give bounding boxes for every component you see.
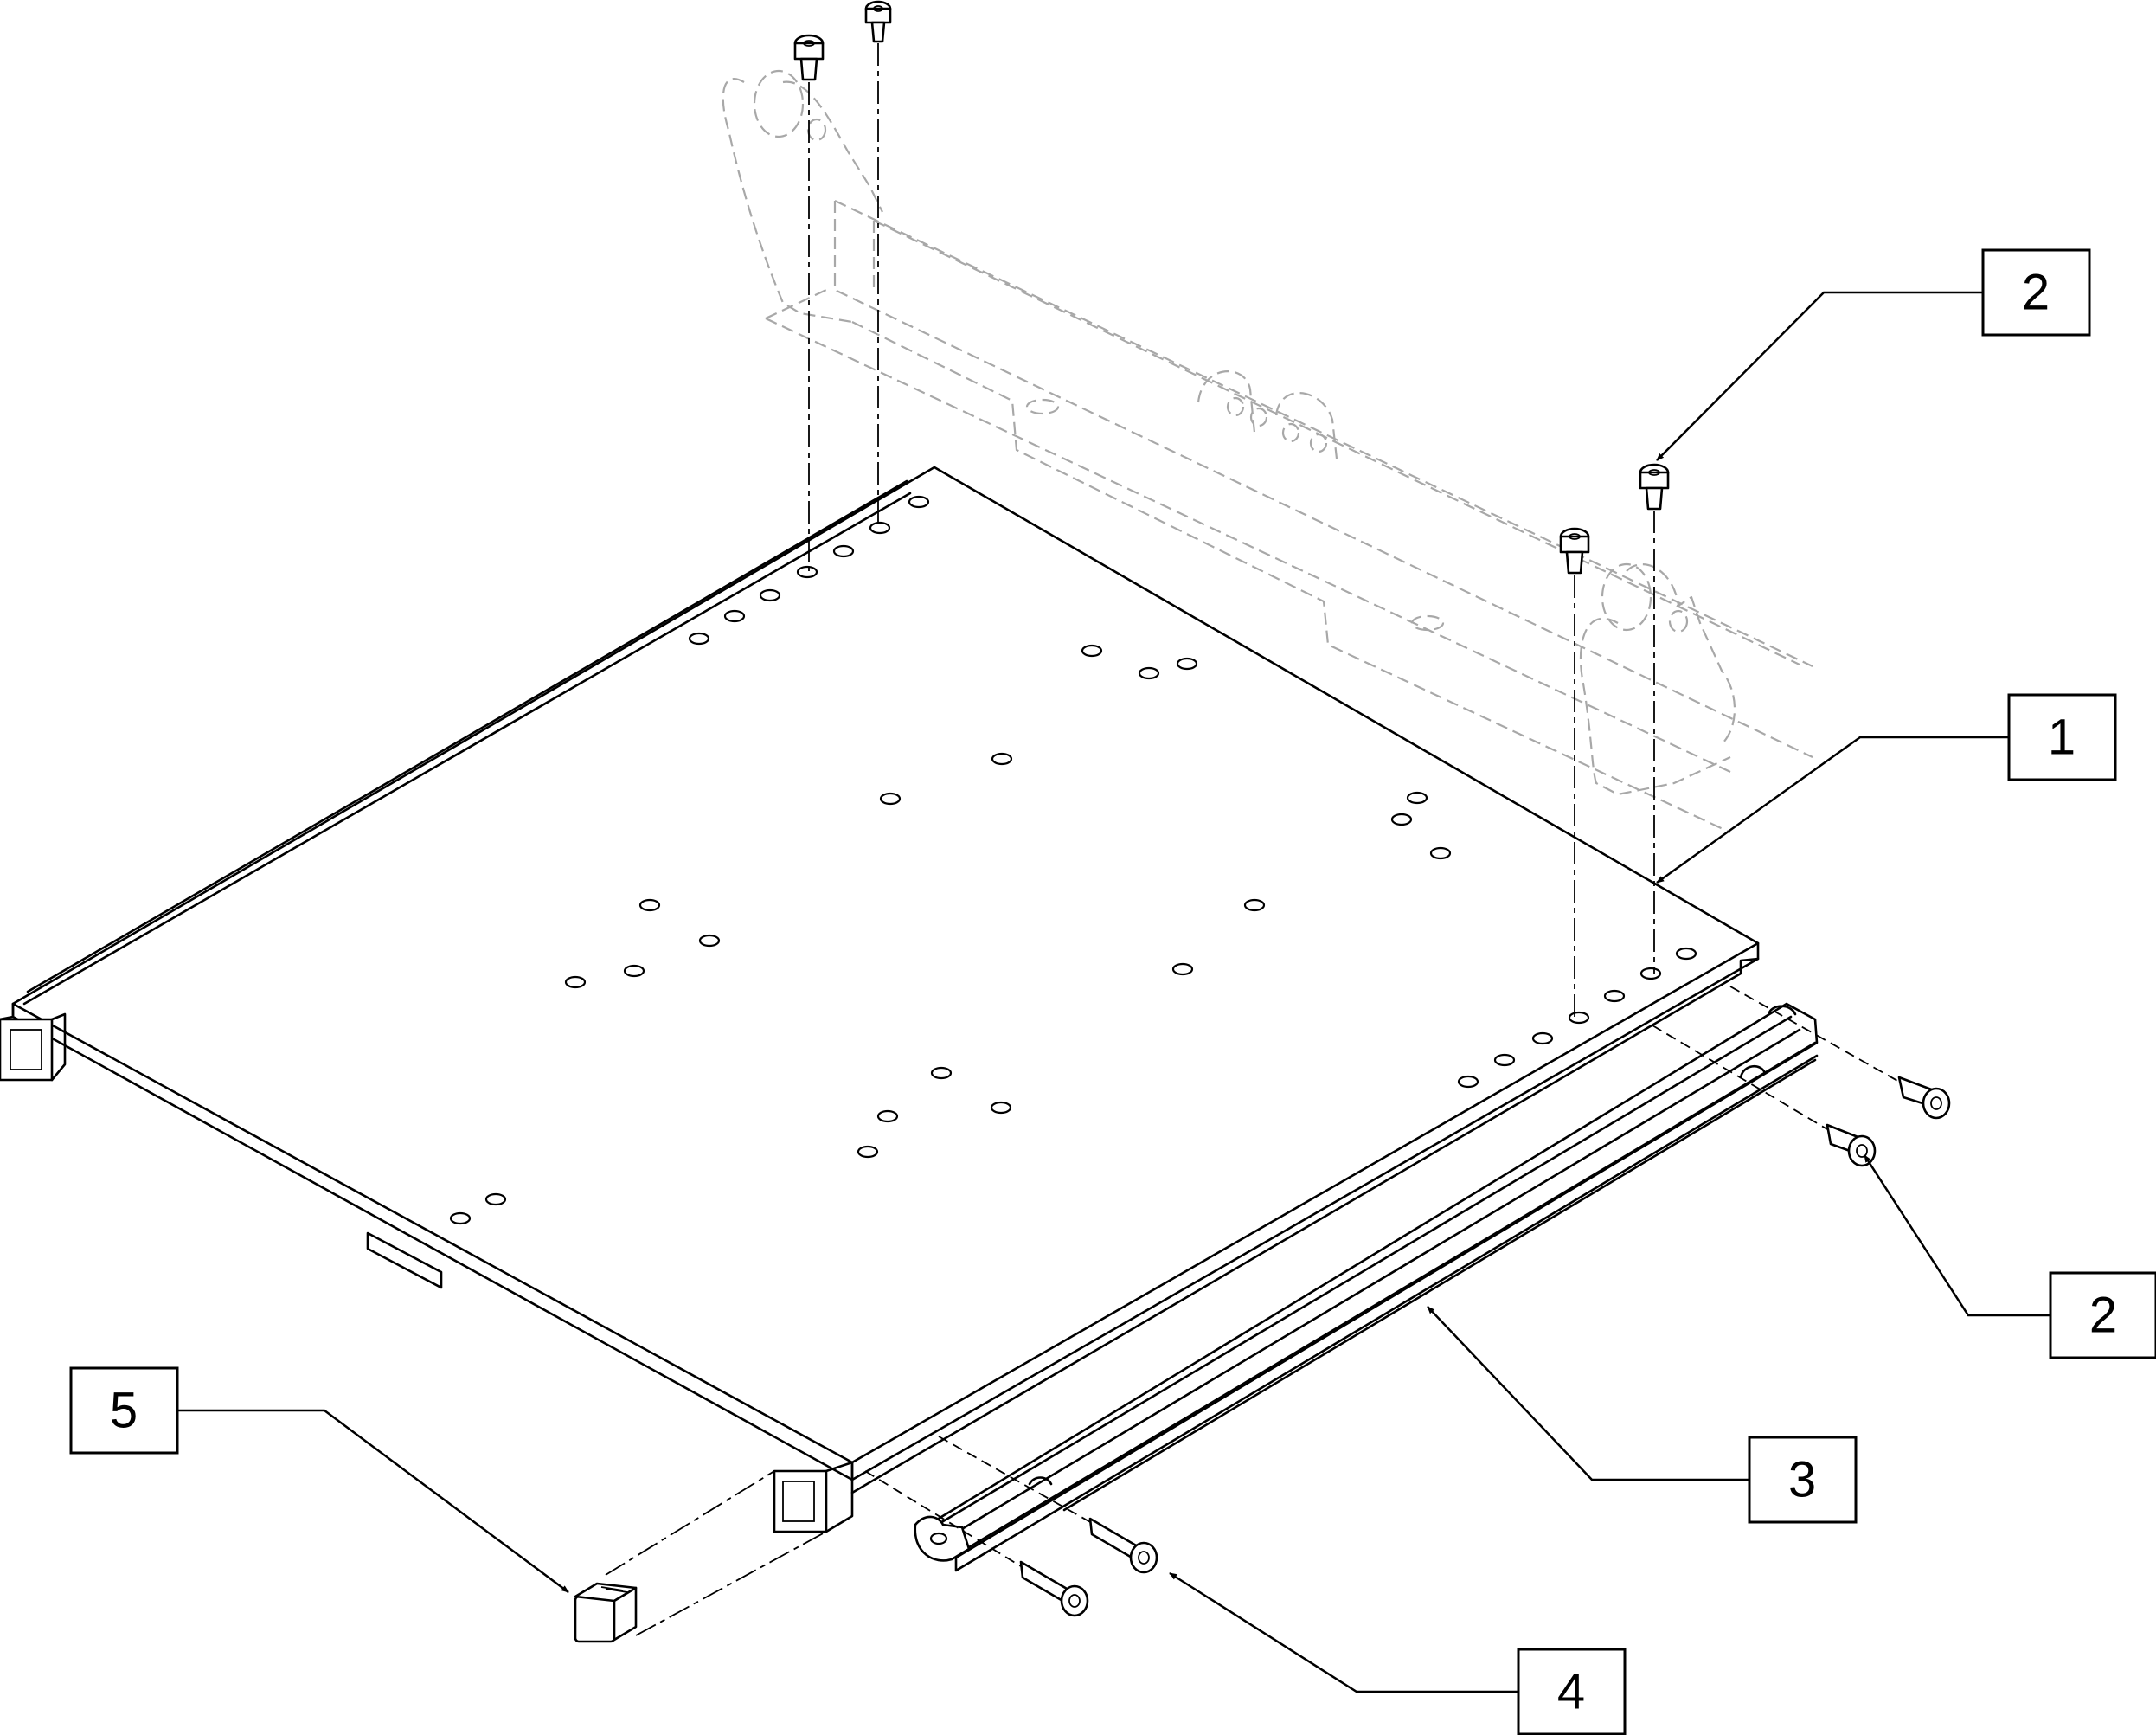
svg-text:2: 2 [2089,1288,2117,1344]
svg-text:1: 1 [2048,710,2076,766]
svg-text:5: 5 [110,1383,138,1439]
callout-4: 4 [1517,1648,1627,1735]
side-screw-upper [1897,1076,1951,1120]
svg-text:2: 2 [2022,265,2050,321]
rail-bolt-lower [1019,1560,1089,1617]
phantom-bracket-assembly [722,69,1813,833]
callout-1: 1 [2007,693,2117,781]
side-rail [914,1002,1819,1572]
callout-2-right: 2 [2049,1271,2156,1359]
callout-3: 3 [1748,1436,1858,1524]
svg-text:4: 4 [1557,1664,1585,1720]
leader-lines [177,291,2050,1693]
top-screw-left [793,34,825,81]
svg-text:3: 3 [1788,1452,1816,1508]
callout-5: 5 [69,1366,179,1455]
top-screw-center [864,0,892,43]
callout-2-top: 2 [1981,248,2091,337]
top-screw-right-2 [1559,527,1590,575]
top-screw-right [1639,463,1670,511]
tube-end-cap [574,1582,638,1643]
rail-bolt-upper [1088,1517,1158,1574]
assembly-centerlines [605,43,1900,1636]
base-plate [0,466,1760,1533]
